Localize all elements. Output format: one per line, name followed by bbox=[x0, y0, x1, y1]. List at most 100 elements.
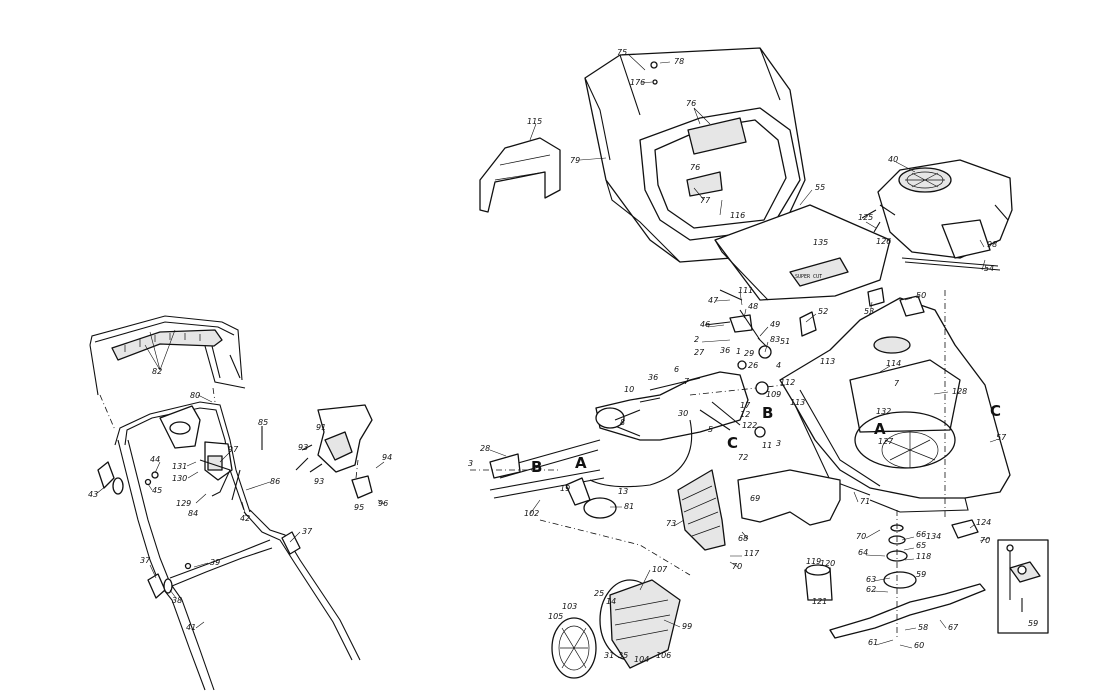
label-82: 82 bbox=[152, 367, 162, 376]
label-46: 46 bbox=[700, 320, 710, 329]
label-4: 4 bbox=[776, 361, 781, 370]
label-43: 43 bbox=[88, 490, 98, 499]
label-57: 57 bbox=[996, 433, 1007, 442]
label-47: 47 bbox=[708, 296, 719, 305]
label-30: 30 bbox=[678, 409, 688, 418]
ref-letter-B-mid: B bbox=[762, 404, 773, 422]
engine-assembly bbox=[877, 159, 1013, 271]
label-14: 14 bbox=[606, 597, 616, 606]
label-42: 42 bbox=[240, 514, 250, 523]
label-3b: 3 bbox=[468, 459, 473, 468]
label-8: 8 bbox=[620, 418, 625, 427]
label-65: 65 bbox=[916, 541, 926, 550]
label-28: 28 bbox=[480, 444, 490, 453]
label-27: 27 bbox=[694, 348, 705, 357]
label-67: 67 bbox=[948, 623, 959, 632]
label-95: 95 bbox=[354, 503, 364, 512]
label-51: 51 bbox=[780, 337, 790, 346]
label-121: 121 bbox=[812, 597, 827, 606]
label-1: 1 bbox=[736, 347, 741, 356]
label-105: 105 bbox=[548, 612, 563, 621]
label-111: 111 bbox=[738, 286, 753, 295]
label-106: 106 bbox=[656, 651, 671, 660]
label-31: 31 bbox=[604, 651, 614, 660]
label-117: 117 bbox=[744, 549, 760, 558]
label-12: 12 bbox=[740, 410, 750, 419]
label-71: 71 bbox=[860, 497, 870, 506]
label-39: 39 bbox=[210, 558, 220, 567]
label-25: 25 bbox=[594, 589, 604, 598]
label-48: 48 bbox=[748, 302, 758, 311]
label-35: 35 bbox=[618, 651, 628, 660]
label-131: 131 bbox=[172, 462, 187, 471]
label-54: 54 bbox=[984, 264, 994, 273]
label-93a: 93 bbox=[298, 443, 308, 452]
knob-43 bbox=[97, 461, 124, 495]
label-13: 13 bbox=[618, 487, 628, 496]
label-70b: 70 bbox=[856, 532, 866, 541]
label-130: 130 bbox=[172, 474, 187, 483]
label-64: 64 bbox=[858, 548, 868, 557]
label-58: 58 bbox=[918, 623, 928, 632]
label-76a: 76 bbox=[686, 99, 696, 108]
label-132: 132 bbox=[876, 407, 891, 416]
label-85: 85 bbox=[258, 418, 268, 427]
label-6: 6 bbox=[674, 365, 679, 374]
label-17: 17 bbox=[740, 401, 751, 410]
label-60: 60 bbox=[914, 641, 924, 650]
label-81: 81 bbox=[624, 502, 634, 511]
label-118: 118 bbox=[916, 552, 931, 561]
label-128: 128 bbox=[952, 387, 967, 396]
knob-37-right bbox=[281, 531, 301, 555]
label-113b: 113 bbox=[820, 357, 835, 366]
handle-assembly bbox=[89, 315, 385, 691]
label-127: 127 bbox=[878, 437, 894, 446]
label-19: 19 bbox=[560, 484, 570, 493]
ref-letter-A-deck: A bbox=[874, 420, 886, 438]
label-45: 45 bbox=[152, 486, 162, 495]
grass-bag-assembly bbox=[584, 47, 806, 263]
label-84: 84 bbox=[188, 509, 198, 518]
label-73: 73 bbox=[666, 519, 676, 528]
label-53: 53 bbox=[864, 307, 874, 316]
label-3a: 3 bbox=[776, 439, 781, 448]
label-97: 97 bbox=[228, 445, 239, 454]
label-109: 109 bbox=[766, 390, 781, 399]
label-37-right: 37 bbox=[302, 527, 313, 536]
label-7b: 7 bbox=[894, 379, 900, 388]
inset-59 bbox=[997, 539, 1049, 634]
label-98: 98 bbox=[987, 240, 997, 249]
label-68: 68 bbox=[738, 534, 748, 543]
ref-letter-C-mid: C bbox=[727, 434, 738, 452]
label-86: 86 bbox=[270, 477, 280, 486]
rear-flap bbox=[714, 204, 891, 301]
label-112: 112 bbox=[780, 378, 795, 387]
label-122: 122 bbox=[742, 421, 757, 430]
label-11: 11 bbox=[762, 441, 772, 450]
label-80: 80 bbox=[190, 391, 200, 400]
label-76b: 76 bbox=[690, 163, 700, 172]
label-116: 116 bbox=[730, 211, 745, 220]
ref-letter-B-left: B bbox=[531, 458, 542, 476]
label-83: 83 bbox=[770, 335, 780, 344]
label-125: 125 bbox=[858, 213, 873, 222]
label-7: 7 bbox=[684, 377, 690, 386]
label-5: 5 bbox=[708, 425, 713, 434]
label-119: 119 bbox=[806, 557, 821, 566]
label-104: 104 bbox=[634, 655, 649, 664]
label-49: 49 bbox=[770, 320, 780, 329]
label-26: 26 bbox=[748, 361, 758, 370]
part-115-deflector bbox=[479, 137, 561, 213]
label-38: 38 bbox=[172, 596, 182, 605]
part-73-flap bbox=[677, 469, 726, 551]
label-77: 77 bbox=[700, 196, 711, 205]
label-59b: 59 bbox=[1028, 619, 1038, 628]
label-70c: 70 bbox=[980, 536, 990, 545]
label-61: 61 bbox=[868, 638, 878, 647]
label-50: 50 bbox=[916, 291, 926, 300]
part-69 bbox=[737, 469, 841, 526]
label-96: 96 bbox=[378, 499, 388, 508]
